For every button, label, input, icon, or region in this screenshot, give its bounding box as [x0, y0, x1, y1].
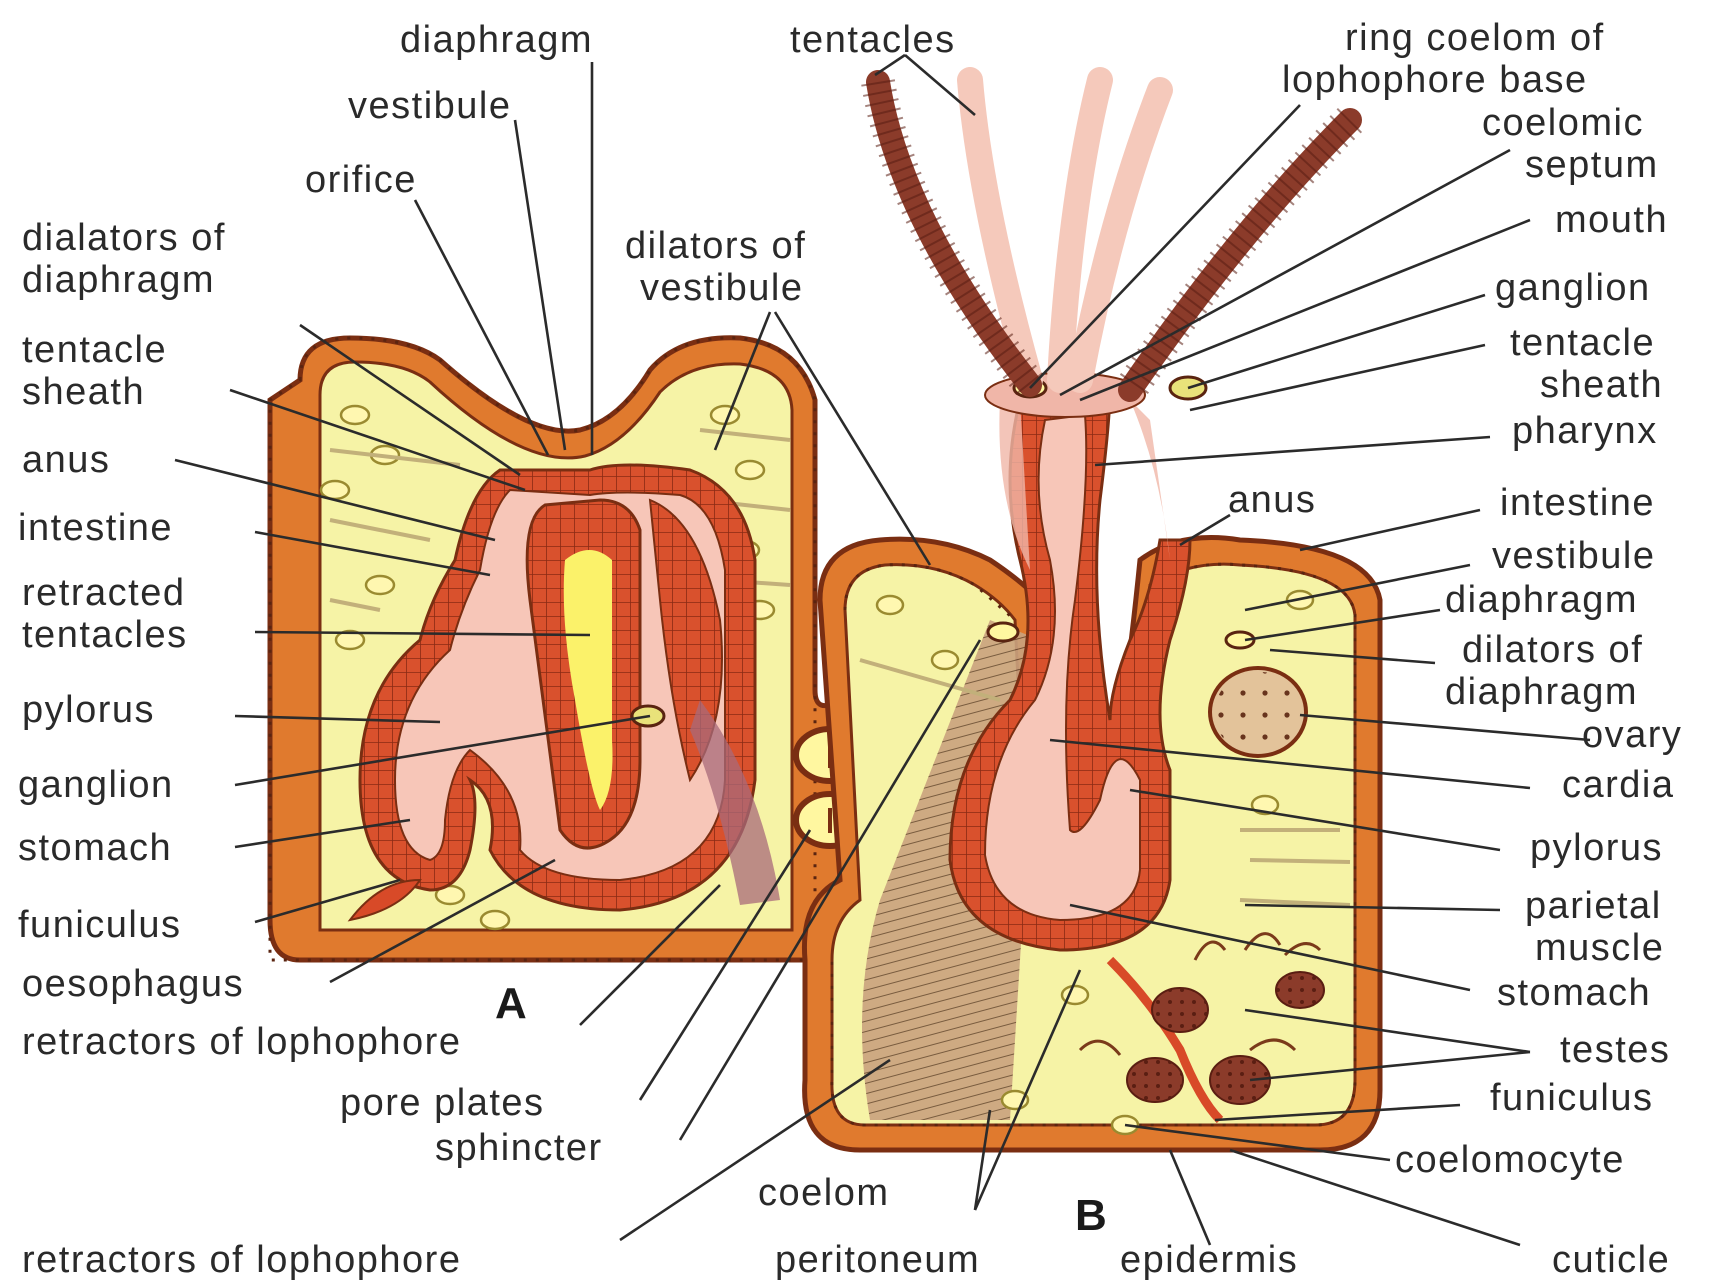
zooid-b [804, 80, 1380, 1150]
label-funiculus-b: funiculus [1490, 1077, 1653, 1119]
label-dilators-of-vestibule-1: dilators of [625, 225, 806, 267]
label-intestine-a: intestine [18, 507, 173, 549]
label-intestine-b: intestine [1500, 482, 1655, 524]
label-anus-a: anus [22, 439, 110, 481]
figure-label-b: B [1075, 1191, 1108, 1240]
label-coelomocyte: coelomocyte [1395, 1139, 1625, 1181]
zooid-b-dilator-marker [988, 623, 1018, 641]
label-pore-plates: pore plates [340, 1082, 545, 1124]
label-funiculus-a: funiculus [18, 904, 181, 946]
label-ganglion-a: ganglion [18, 764, 174, 806]
label-pylorus-a: pylorus [22, 689, 155, 731]
label-diaphragm-b: diaphragm [1445, 579, 1638, 621]
label-coelom: coelom [758, 1172, 890, 1214]
label-peritoneum: peritoneum [775, 1239, 980, 1281]
label-dialators-of-diaphragm-1: dialators of [22, 217, 226, 259]
label-stomach-a: stomach [18, 827, 172, 869]
label-stomach-b: stomach [1497, 972, 1651, 1014]
label-dilators-of-diaphragm-b-2: diaphragm [1445, 671, 1638, 713]
label-dilators-of-diaphragm-b-1: dilators of [1462, 629, 1643, 671]
label-sphincter: sphincter [435, 1127, 603, 1169]
label-tentacle-sheath-a-2: sheath [22, 371, 145, 413]
label-ganglion-b: ganglion [1495, 267, 1651, 309]
label-retractors-of-lophophore-a: retractors of lophophore [22, 1021, 461, 1063]
label-retracted-tentacles-2: tentacles [22, 614, 188, 656]
label-parietal-muscle-1: parietal [1525, 885, 1662, 927]
label-tentacle-sheath-a-1: tentacle [22, 329, 167, 371]
label-ovary: ovary [1582, 714, 1682, 756]
label-oesophagus: oesophagus [22, 963, 244, 1005]
label-cuticle: cuticle [1552, 1239, 1670, 1281]
label-anus-b: anus [1228, 479, 1316, 521]
label-coelomic-septum-1: coelomic [1482, 102, 1644, 144]
label-orifice: orifice [305, 159, 417, 201]
label-dilators-of-vestibule-2: vestibule [640, 267, 803, 309]
zooid-b-ovary [1210, 668, 1306, 756]
figure-label-a: A [495, 979, 528, 1028]
label-parietal-muscle-2: muscle [1535, 927, 1664, 969]
label-retractors-of-lophophore-b: retractors of lophophore [22, 1239, 461, 1281]
label-retracted-tentacles-1: retracted [22, 572, 185, 614]
label-tentacle-sheath-b-2: sheath [1540, 364, 1663, 406]
label-dialators-of-diaphragm-2: diaphragm [22, 259, 215, 301]
label-pharynx: pharynx [1512, 410, 1658, 452]
label-ring-coelom-1: ring coelom of [1345, 17, 1605, 59]
label-ring-coelom-2: lophophore base [1282, 59, 1588, 101]
label-tentacle-sheath-b-1: tentacle [1510, 322, 1655, 364]
label-tentacles: tentacles [790, 19, 956, 61]
label-vestibule-a: vestibule [348, 85, 511, 127]
label-epidermis: epidermis [1120, 1239, 1298, 1281]
label-vestibule-b: vestibule [1492, 535, 1655, 577]
label-coelomic-septum-2: septum [1525, 144, 1659, 186]
label-pylorus-b: pylorus [1530, 827, 1663, 869]
label-testes: testes [1560, 1029, 1670, 1071]
label-diaphragm-a: diaphragm [400, 19, 593, 61]
label-mouth: mouth [1555, 199, 1668, 241]
label-cardia: cardia [1562, 764, 1675, 806]
